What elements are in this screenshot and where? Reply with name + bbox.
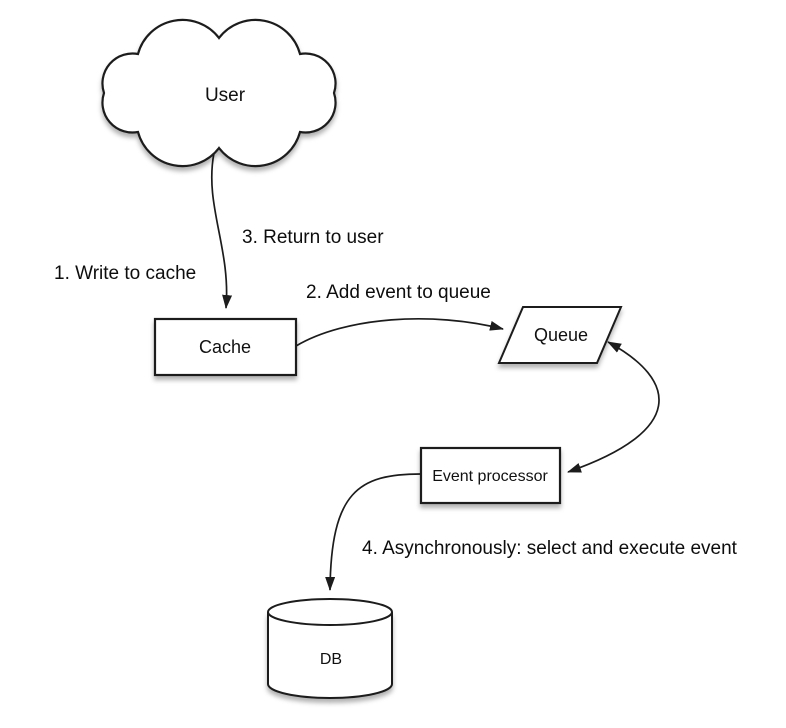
- annotation-step1: 1. Write to cache: [54, 263, 196, 284]
- annotation-step4: 4. Asynchronously: select and execute ev…: [362, 538, 738, 559]
- event-processor-box-shape: [419, 446, 562, 505]
- user-cloud-shape: [101, 18, 337, 168]
- db-cylinder-top: [267, 598, 393, 626]
- arrow-queue-event-processor: [567, 341, 660, 473]
- cache-label: Cache: [199, 337, 251, 357]
- queue-label: Queue: [534, 325, 588, 345]
- db-label: DB: [320, 651, 342, 668]
- db-cylinder-body: [267, 612, 393, 699]
- arrow-cache-to-queue: [295, 318, 504, 347]
- user-label: User: [205, 85, 246, 106]
- annotation-step2: 2. Add event to queue: [306, 282, 491, 303]
- cache-box-shape: [153, 317, 298, 377]
- event-processor-label: Event processor: [432, 468, 548, 485]
- db-cylinder-shape: [267, 598, 393, 699]
- annotation-step3: 3. Return to user: [242, 227, 384, 248]
- arrow-user-to-cache: [210, 152, 233, 309]
- queue-parallelogram-shape: [497, 306, 623, 364]
- arrow-event-processor-to-db: [325, 473, 422, 591]
